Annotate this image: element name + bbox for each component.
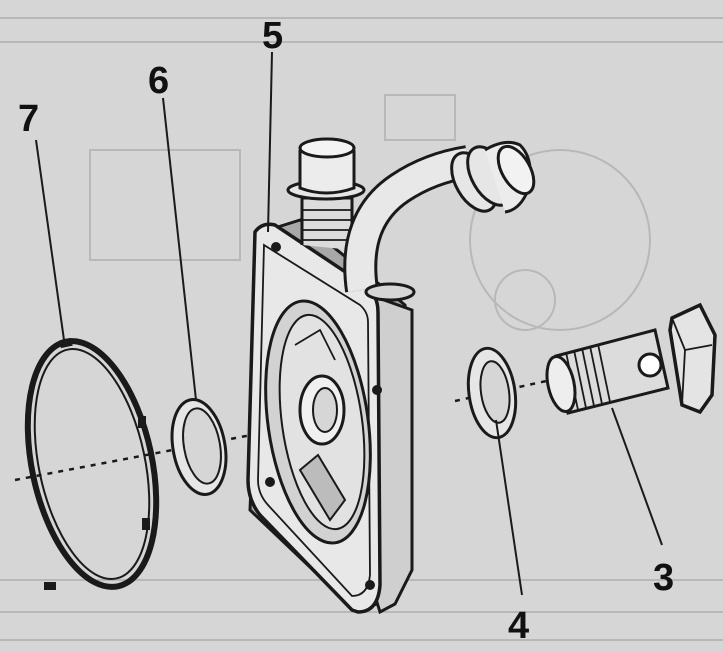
- callout-6: 6: [148, 60, 169, 102]
- callout-3: 3: [653, 557, 674, 599]
- part-6-seal-ring: [170, 398, 228, 496]
- part-3-hollow-bolt: [545, 302, 717, 415]
- callout-4: 4: [508, 605, 529, 647]
- callout-5: 5: [262, 15, 283, 57]
- leader-lines: [35, 51, 663, 596]
- callout-labels: 7 6 5 4 3: [18, 15, 674, 647]
- callout-7: 7: [18, 98, 39, 140]
- part-7-large-o-ring: [24, 337, 160, 590]
- part-4-washer: [466, 346, 518, 440]
- part-5-oil-cooler-housing: [246, 137, 536, 615]
